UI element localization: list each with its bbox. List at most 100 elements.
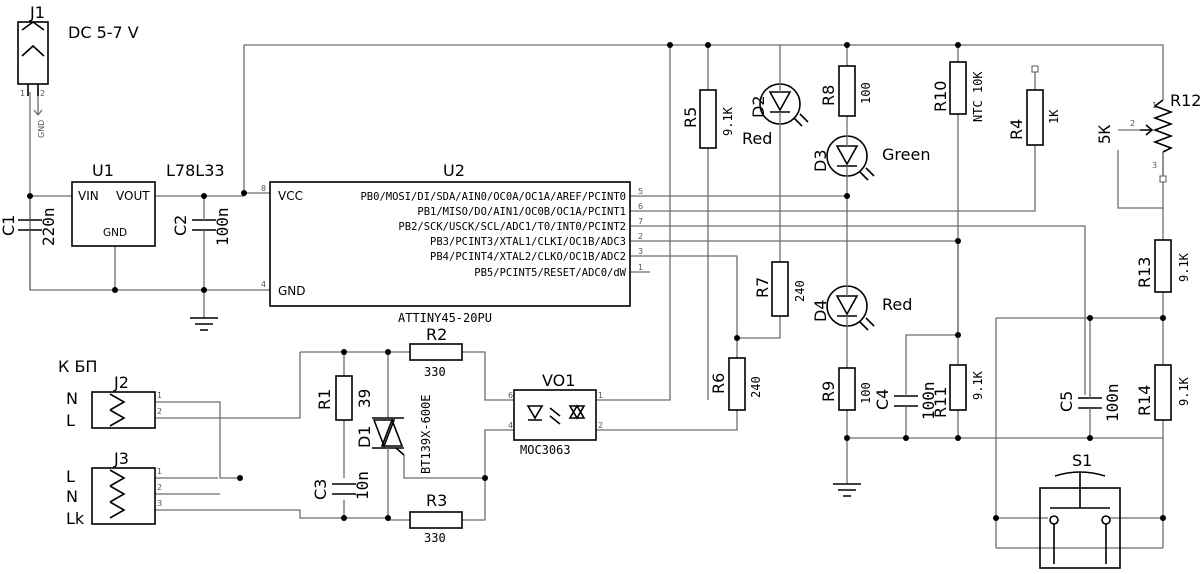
c4-ref: C4 xyxy=(873,389,892,410)
capacitor-c1: C1 220n xyxy=(0,207,58,246)
regulator-u1: U1 L78L33 VIN VOUT GND xyxy=(71,161,225,247)
r3-ref: R3 xyxy=(426,491,447,510)
u1-gnd: GND xyxy=(103,227,127,239)
resistor-r4: R4 1K xyxy=(1007,65,1061,146)
capacitor-c2: C2 100n xyxy=(171,207,232,246)
s1-ref: S1 xyxy=(1072,451,1092,470)
r12-pin2: 2 xyxy=(1130,119,1135,128)
r12-pin1: 1 xyxy=(1152,101,1157,110)
d3-ref: D3 xyxy=(811,150,830,173)
resistor-r2: R2 330 xyxy=(409,325,463,379)
j3-pin2: 2 xyxy=(157,483,162,492)
r10-ref: R10 xyxy=(931,81,950,112)
r9-value: 100 xyxy=(859,382,873,404)
resistor-r7: R7 240 xyxy=(753,261,807,317)
ground-symbol-left xyxy=(190,317,218,331)
r8-ref: R8 xyxy=(819,85,838,106)
r10-value: NTC 10K xyxy=(971,71,985,122)
r4-ref: R4 xyxy=(1007,119,1026,140)
c2-ref: C2 xyxy=(171,215,190,236)
vo1-part: MOC3063 xyxy=(520,443,571,457)
mcu-pin-label: PB2/SCK/USCK/SCL/ADC1/T0/INT0/PCINT2 xyxy=(398,221,626,233)
u2-vcc-pin: 8 xyxy=(261,184,266,193)
d4-ref: D4 xyxy=(811,300,830,323)
mcu-pin-list: PB0/MOSI/DI/SDA/AIN0/OC0A/OC1A/AREF/PCIN… xyxy=(360,187,643,279)
j3-line-lk: Lk xyxy=(66,509,85,528)
j2-pin2: 2 xyxy=(157,407,162,416)
r2-ref: R2 xyxy=(426,325,447,344)
j1-ref: J1 xyxy=(29,3,45,22)
capacitor-c4: C4 100n xyxy=(873,381,938,420)
mcu-u2: U2 VCC GND 8 4 ATTINY45-20PU PB0/MOSI/DI… xyxy=(261,161,643,325)
r5-ref: R5 xyxy=(681,107,700,128)
resistor-r1: R1 39 xyxy=(315,375,374,421)
led-d2: D2 Red xyxy=(742,78,809,148)
d1-ref: D1 xyxy=(355,426,374,449)
r2-value: 330 xyxy=(424,365,446,379)
junctions xyxy=(27,42,1166,521)
u2-vcc: VCC xyxy=(278,189,303,203)
mcu-pin-number: 2 xyxy=(638,232,643,241)
r9-ref: R9 xyxy=(819,381,838,402)
resistor-r14: R14 9.1K xyxy=(1135,364,1191,421)
j2-ref: J2 xyxy=(113,373,129,392)
j3-ref: J3 xyxy=(113,449,129,468)
connector-j3: J3 L N Lk 1 2 3 xyxy=(66,449,162,528)
r5-value: 9.1K xyxy=(721,106,735,136)
mcu-pin-label: PB5/PCINT5/RESET/ADC0/dW xyxy=(474,267,626,279)
r8-value: 100 xyxy=(859,82,873,104)
mcu-pin-label: PB4/PCINT4/XTAL2/CLKO/OC1B/ADC2 xyxy=(430,251,626,263)
r12-pin3: 3 xyxy=(1152,161,1157,170)
u2-gnd-pin: 4 xyxy=(261,280,266,289)
mcu-pin-number: 3 xyxy=(638,247,643,256)
u1-vout: VOUT xyxy=(116,189,150,203)
r13-value: 9.1K xyxy=(1177,252,1191,282)
u1-vin: VIN xyxy=(78,189,99,203)
r14-ref: R14 xyxy=(1135,385,1154,416)
r6-ref: R6 xyxy=(709,373,728,394)
connector-j2: J2 N L 1 2 xyxy=(66,373,162,430)
j2-line-l: L xyxy=(66,411,75,430)
r3-value: 330 xyxy=(424,531,446,545)
ground-symbol-right xyxy=(833,483,861,497)
j3-line-l: L xyxy=(66,467,75,486)
r12-value: 5K xyxy=(1095,124,1114,144)
resistor-r6: R6 240 xyxy=(709,357,763,411)
r1-ref: R1 xyxy=(315,389,334,410)
c5-ref: C5 xyxy=(1057,391,1076,412)
j2-line-n: N xyxy=(66,389,78,408)
c3-ref: C3 xyxy=(311,479,330,500)
r7-ref: R7 xyxy=(753,277,772,298)
u1-part: L78L33 xyxy=(166,161,225,180)
switch-s1: S1 xyxy=(1039,451,1121,569)
mcu-pin-number: 6 xyxy=(638,202,643,211)
j3-line-n: N xyxy=(66,487,78,506)
d3-color: Green xyxy=(882,145,930,164)
u2-ref: U2 xyxy=(443,161,465,180)
resistor-r11: R11 9.1K xyxy=(931,364,985,418)
vo1-pin6: 6 xyxy=(508,391,513,400)
d4-color: Red xyxy=(882,295,912,314)
u2-gnd: GND xyxy=(278,284,306,298)
j2-pin1: 1 xyxy=(157,391,162,400)
vo1-pin1: 1 xyxy=(598,391,603,400)
mcu-pin-label: PB0/MOSI/DI/SDA/AIN0/OC0A/OC1A/AREF/PCIN… xyxy=(360,191,626,203)
mcu-pin-number: 1 xyxy=(638,263,643,272)
d2-ref: D2 xyxy=(749,96,768,119)
r11-value: 9.1K xyxy=(971,370,985,400)
resistor-r8: R8 100 xyxy=(819,65,873,117)
j1-label: DC 5-7 V xyxy=(68,23,139,42)
led-d3: D3 Green xyxy=(811,132,930,181)
vo1-ref: VO1 xyxy=(542,371,575,390)
u1-ref: U1 xyxy=(92,161,114,180)
resistor-r13: R13 9.1K xyxy=(1135,239,1191,293)
r14-value: 9.1K xyxy=(1177,376,1191,406)
r1-value: 39 xyxy=(355,389,374,408)
wires xyxy=(29,44,1164,549)
c4-value: 100n xyxy=(919,381,938,420)
connector-j1: J1 DC 5-7 V 1 2 GND xyxy=(17,3,139,138)
mcu-pin-number: 7 xyxy=(638,217,643,226)
d1-part: BT139X-600E xyxy=(419,395,433,474)
resistor-r5: R5 9.1K xyxy=(681,89,735,149)
